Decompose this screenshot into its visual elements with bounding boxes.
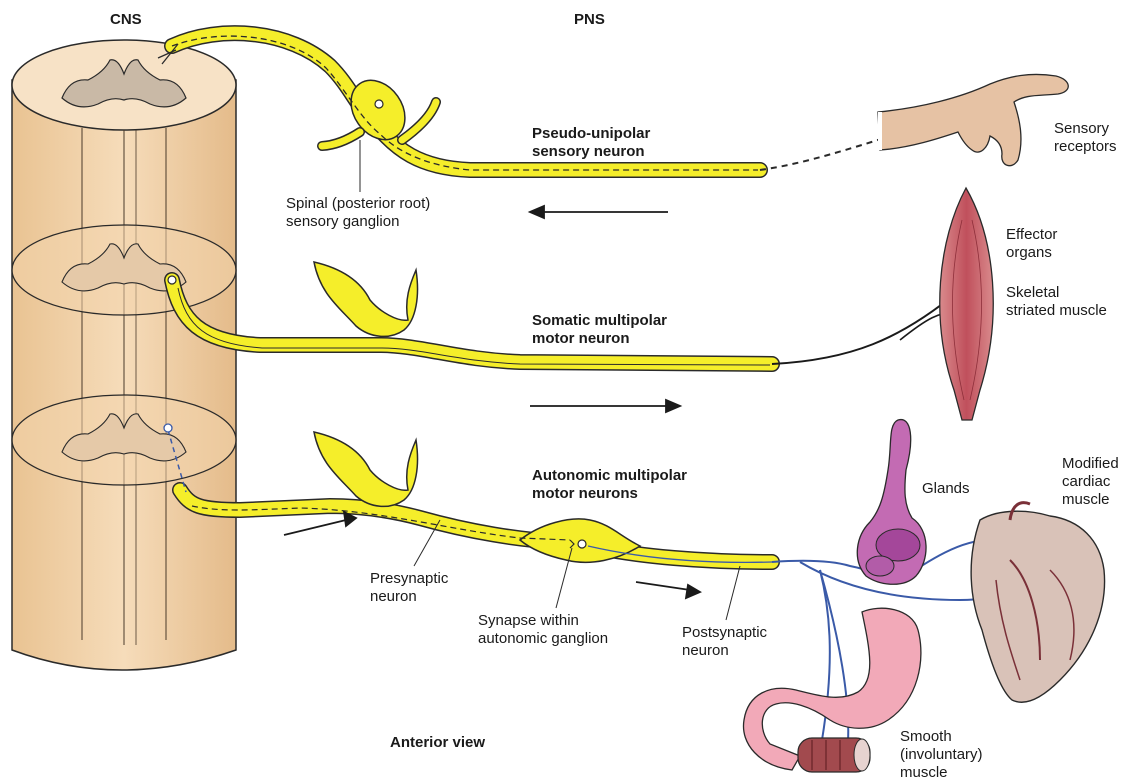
glands-label: Glands <box>922 480 970 498</box>
smooth-muscle-label: Smooth (involuntary) muscle <box>900 728 983 782</box>
cardiac-muscle-label: Modified cardiac muscle <box>1062 455 1119 509</box>
somatic-neuron-label: Somatic multipolar motor neuron <box>532 312 667 348</box>
sensory-neuron-label: Pseudo-unipolar sensory neuron <box>532 125 650 161</box>
spinal-cord <box>12 40 236 670</box>
ganglion-label: Spinal (posterior root) sensory ganglion <box>286 195 430 231</box>
cns-header: CNS <box>110 11 142 29</box>
heart-illustration <box>971 503 1104 703</box>
presynaptic-label: Presynaptic neuron <box>370 570 448 606</box>
sensory-receptors-label: Sensory receptors <box>1054 120 1117 156</box>
postsynaptic-label: Postsynaptic neuron <box>682 624 767 660</box>
synapse-label: Synapse within autonomic ganglion <box>478 612 608 648</box>
stomach-illustration <box>743 608 920 772</box>
pns-header: PNS <box>574 11 605 29</box>
arrow-right-icon <box>666 400 680 412</box>
skeletal-muscle-illustration <box>940 188 993 420</box>
autonomic-motor-neurons <box>164 424 772 620</box>
gland-illustration <box>857 420 926 585</box>
arrow-left-icon <box>530 206 544 218</box>
hand-illustration <box>878 74 1068 165</box>
autonomic-neuron-label: Autonomic multipolar motor neurons <box>532 467 687 503</box>
effector-organs-label: Effector organs <box>1006 226 1057 262</box>
skeletal-muscle-label: Skeletal striated muscle <box>1006 284 1107 320</box>
arrow-right-icon <box>686 585 700 598</box>
anterior-view-label: Anterior view <box>390 734 485 752</box>
